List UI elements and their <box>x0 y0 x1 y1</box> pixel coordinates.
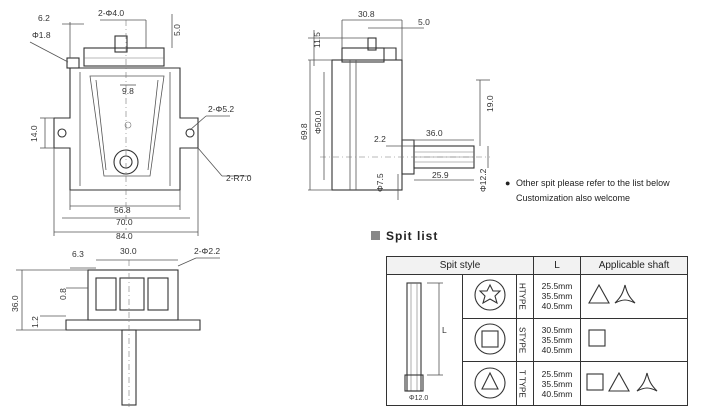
dim-14: 14.0 <box>29 125 39 142</box>
dim-2phi4: 2-Φ4.0 <box>98 8 124 18</box>
side-view-drawing: 30.8 5.0 11.5 69.8 Φ50.0 19.0 36.0 2.2 Φ… <box>300 9 495 200</box>
spit-drawing: L Φ12.0 <box>404 282 447 402</box>
dim-5-0-front: 5.0 <box>172 24 182 36</box>
note-bullet: ● <box>505 178 511 188</box>
dim-phi7-5: Φ7.5 <box>375 173 385 192</box>
type-label-cell-2: STYPE <box>516 317 534 363</box>
profile-htype <box>462 274 518 319</box>
shaft-shapes-row-1 <box>580 274 688 319</box>
dim-36: 36.0 <box>426 128 443 138</box>
dim-2R7: 2-R7.0 <box>226 173 252 183</box>
dim-30-8: 30.8 <box>358 9 375 19</box>
type-label-stype: STYPE <box>517 326 527 354</box>
shaft-shapes-row-3 <box>580 361 688 406</box>
profile-stype <box>462 317 518 363</box>
type-label-ttype: T TYPE <box>517 369 527 398</box>
dim-70: 70.0 <box>116 217 133 227</box>
dim-11-5: 11.5 <box>312 32 322 48</box>
dim-6-2: 6.2 <box>38 13 50 23</box>
front-inner-frame <box>89 75 165 177</box>
dim-phi50: Φ50.0 <box>313 110 323 134</box>
front-view-drawing: 6.2 2-Φ4.0 5.0 Φ1.8 9.8 2-Φ5.2 14.0 2-R7… <box>29 8 252 241</box>
profile-ttype <box>462 361 518 406</box>
dim-0-8: 0.8 <box>58 288 68 300</box>
front-top-body <box>83 47 165 67</box>
type-label-cell-3: T TYPE <box>516 361 534 406</box>
spit-list-table: Spit style L Applicable shaft L Φ12.0 HT… <box>385 256 688 406</box>
dim-2phi2-2: 2-Φ2.2 <box>194 246 220 256</box>
bottom-view-drawing: 6.3 30.0 2-Φ2.2 0.8 36.0 1.2 <box>10 246 220 407</box>
dim-phi12-2: Φ12.2 <box>478 168 488 192</box>
front-top-shaft <box>114 35 128 53</box>
spit-d-label: Φ12.0 <box>409 395 428 402</box>
type-label-htype: HTYPE <box>517 282 527 310</box>
note-line-1: Other spit please refer to the list belo… <box>516 178 670 188</box>
spit-list-title: Spit list <box>386 229 439 243</box>
dim-30: 30.0 <box>120 246 137 256</box>
dim-1-2: 1.2 <box>30 316 40 328</box>
spit-drawing-cell: L Φ12.0 <box>385 274 464 406</box>
note-line-2: Customization also welcome <box>516 193 631 203</box>
header-l: L <box>533 256 581 275</box>
dim-36-bottom: 36.0 <box>10 295 20 312</box>
header-spit-style: Spit style <box>386 256 534 275</box>
dim-56-8: 56.8 <box>114 205 131 215</box>
dim-25-9: 25.9 <box>432 170 449 180</box>
dim-9-8: 9.8 <box>122 86 134 96</box>
shaft-shapes-row-2 <box>580 317 688 363</box>
side-motor-body <box>331 59 403 191</box>
dim-19: 19.0 <box>485 95 495 112</box>
spit-l-label: L <box>442 325 447 335</box>
mount-hole-left <box>57 128 67 138</box>
dim-2-2: 2.2 <box>374 134 386 144</box>
mount-hole-right <box>185 128 195 138</box>
dim-6-3: 6.3 <box>72 249 84 259</box>
dim-phi1-8: Φ1.8 <box>32 30 51 40</box>
dim-84: 84.0 <box>116 231 133 241</box>
spit-title-marker <box>371 231 380 240</box>
front-terminal <box>66 57 80 69</box>
type-label-cell-1: HTYPE <box>516 274 534 319</box>
dim-5-0-side: 5.0 <box>418 17 430 27</box>
dim-69-8: 69.8 <box>300 123 309 140</box>
dim-2phi5-2: 2-Φ5.2 <box>208 104 234 114</box>
bottom-flange <box>65 319 201 331</box>
header-shaft: Applicable shaft <box>580 256 688 275</box>
